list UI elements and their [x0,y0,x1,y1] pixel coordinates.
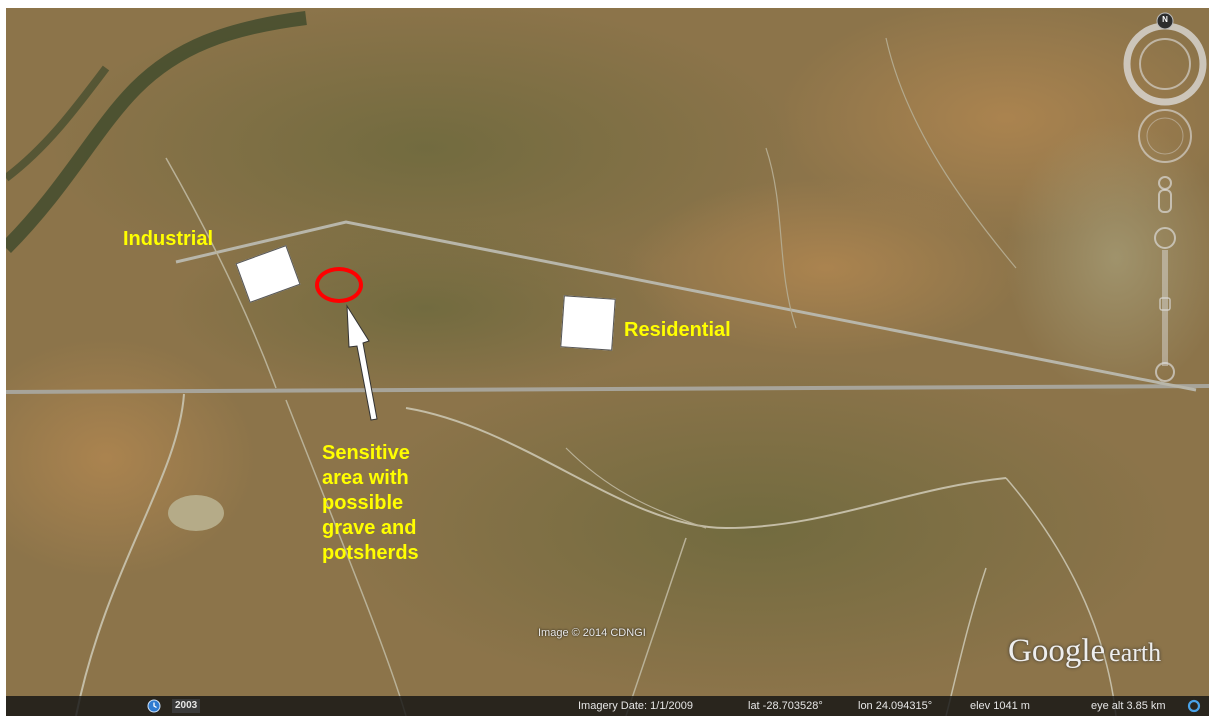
residential-label: Residential [624,319,731,341]
compass-north-label: N [1162,15,1168,24]
logo-google-text: Google [1008,633,1106,669]
image-credit: Image © 2014 CDNGI [538,627,646,639]
status-bar: 2003 Imagery Date: 1/1/2009 lat -28.7035… [6,696,1209,716]
elevation-readout: elev 1041 m [970,700,1030,712]
navigation-controls [1123,12,1207,382]
pegman-icon[interactable] [1158,176,1172,213]
residential-marker[interactable] [560,295,616,351]
imagery-date: Imagery Date: 1/1/2009 [578,700,693,712]
zoom-slider-icon[interactable] [1154,227,1176,382]
sensitive-area-label: Sensitive area with possible grave and p… [322,441,419,566]
historical-year[interactable]: 2003 [172,699,201,713]
sensitive-label-line-2: area with [322,467,409,489]
industrial-label: Industrial [123,228,214,250]
compass-icon[interactable] [1123,12,1207,106]
map-view[interactable]: Industrial Sensitive area with possible … [6,8,1209,716]
latitude-readout: lat -28.703528° [748,700,823,712]
sensitive-label-line-3: possible [322,492,404,514]
sensitive-area-ring[interactable] [315,267,363,303]
longitude-readout: lon 24.094315° [858,700,933,712]
sensitive-label-line-5: potsherds [322,542,419,564]
logo-earth-text: earth [1109,638,1162,667]
satellite-imagery [6,8,1209,716]
sensitive-label-line-1: Sensitive [322,442,410,464]
clock-icon[interactable] [147,699,161,713]
sensitive-label-line-4: grave and [322,517,417,539]
streaming-ring-icon [1187,699,1201,713]
pointer-arrow [346,304,378,421]
google-earth-logo: Google earth [1008,633,1161,670]
eye-altitude-readout: eye alt 3.85 km [1091,700,1166,712]
look-joystick-icon[interactable] [1138,109,1192,163]
